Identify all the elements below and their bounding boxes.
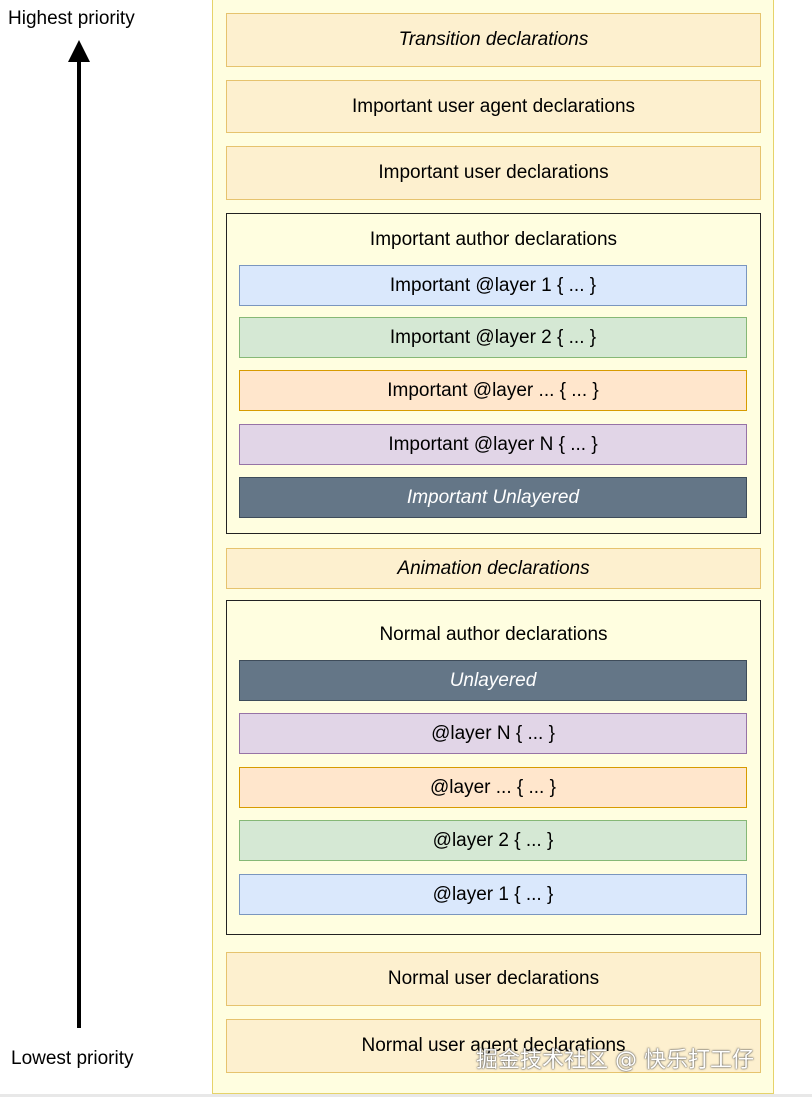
normal-user-declarations: Normal user declarations (226, 952, 761, 1006)
normal-layer-ellipsis: @layer ... { ... } (239, 767, 747, 808)
normal-layer-2: @layer 2 { ... } (239, 820, 747, 861)
important-layer-1: Important @layer 1 { ... } (239, 265, 747, 306)
important-layer-2: Important @layer 2 { ... } (239, 317, 747, 358)
important-author-title: Important author declarations (369, 229, 618, 250)
important-layer-ellipsis: Important @layer ... { ... } (239, 370, 747, 411)
highest-priority-label: Highest priority (8, 8, 135, 29)
lowest-priority-label: Lowest priority (11, 1048, 134, 1069)
important-unlayered: Important Unlayered (239, 477, 747, 518)
normal-author-title: Normal author declarations (379, 624, 608, 645)
transition-declarations: Transition declarations (226, 13, 761, 67)
normal-user-agent-declarations: Normal user agent declarations (226, 1019, 761, 1073)
normal-unlayered: Unlayered (239, 660, 747, 701)
arrow-up-icon (68, 40, 90, 62)
important-user-declarations: Important user declarations (226, 146, 761, 200)
priority-arrow-shaft (77, 56, 81, 1028)
bottom-divider (0, 1094, 812, 1097)
important-layer-n: Important @layer N { ... } (239, 424, 747, 465)
normal-layer-n: @layer N { ... } (239, 713, 747, 754)
animation-declarations: Animation declarations (226, 548, 761, 589)
normal-layer-1: @layer 1 { ... } (239, 874, 747, 915)
important-user-agent-declarations: Important user agent declarations (226, 80, 761, 133)
watermark: 掘金技术社区 @ 快乐打工仔 (476, 1048, 754, 1073)
